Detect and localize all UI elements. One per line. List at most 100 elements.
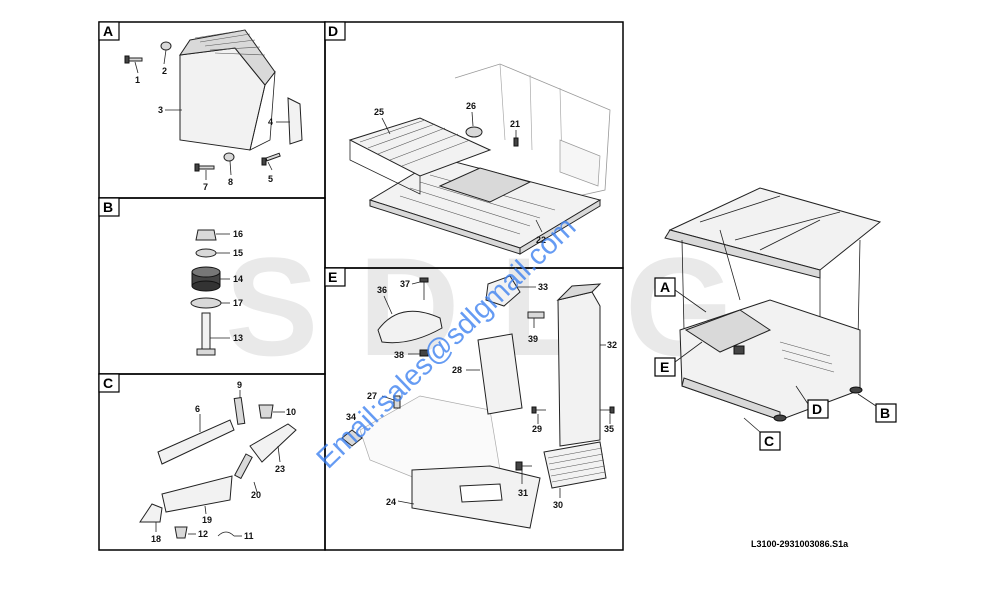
callout-12: 12: [198, 529, 208, 539]
overview-label-d: D: [795, 385, 829, 419]
part-36-cover: [377, 310, 443, 344]
panel-b-label: B: [103, 199, 113, 215]
panel-b: B 16 15 14 17 13: [98, 197, 326, 375]
callout-4: 4: [268, 117, 273, 127]
part-33-trim: [485, 275, 521, 307]
cab-overview: A E D B C: [654, 187, 897, 451]
callout-21: 21: [510, 119, 520, 129]
callout-5: 5: [268, 174, 273, 184]
part-11-clip: [217, 531, 235, 537]
drawing-reference: L3100-2931003086.S1a: [751, 539, 849, 549]
panel-a-label: A: [103, 23, 113, 39]
callout-30: 30: [553, 500, 563, 510]
part-4-bracket: [287, 97, 303, 145]
panel-e-label: E: [328, 269, 337, 285]
part-17-washer: [190, 297, 222, 309]
svg-text:E: E: [660, 359, 669, 375]
callout-15: 15: [233, 248, 243, 258]
callout-39: 39: [528, 334, 538, 344]
part-14-rubber-mount: [191, 266, 221, 292]
callout-17: 17: [233, 298, 243, 308]
panel-d-callouts: 25 26 21 22: [374, 101, 546, 245]
part-28-side-panel: [477, 333, 523, 415]
callout-31: 31: [518, 488, 528, 498]
callout-28: 28: [452, 365, 462, 375]
callout-34: 34: [346, 412, 356, 422]
part-13-bolt: [196, 312, 216, 356]
background-brand-watermark: SDLG: [225, 228, 774, 385]
panel-d-label: D: [328, 23, 338, 39]
overview-label-e: E: [654, 341, 703, 377]
part-25-console-frame: [348, 117, 492, 195]
panel-c: C 6 9 10 23 20 19 18 12 11: [98, 373, 326, 551]
callout-24: 24: [386, 497, 396, 507]
callout-22: 22: [536, 235, 546, 245]
part-2-washer: [160, 41, 172, 51]
part-19-trim-panel: [161, 475, 233, 513]
callout-6: 6: [195, 404, 200, 414]
callout-37: 37: [400, 279, 410, 289]
callout-11: 11: [244, 531, 254, 541]
part-30-grille: [543, 441, 607, 489]
cab-rear-frame: [454, 63, 611, 201]
callout-25: 25: [374, 107, 384, 117]
part-18-bracket: [139, 503, 163, 523]
part-38-clip: [419, 349, 429, 357]
panel-d: D 25 26 21: [324, 21, 624, 269]
part-10-plug: [258, 404, 274, 419]
part-24-floor-mat: [411, 465, 541, 529]
callout-26: 26: [466, 101, 476, 111]
part-29-screw: [531, 406, 546, 414]
callout-35: 35: [604, 424, 614, 434]
part-26-grommet: [465, 126, 483, 138]
part-23-bracket: [249, 423, 297, 463]
part-39-clip: [527, 311, 545, 319]
part-6-trim-strip: [157, 419, 235, 465]
part-20-seal: [234, 453, 253, 480]
svg-text:D: D: [812, 401, 822, 417]
part-9-seal: [233, 397, 246, 425]
callout-38: 38: [394, 350, 404, 360]
callout-23: 23: [275, 464, 285, 474]
callout-13: 13: [233, 333, 243, 343]
callout-33: 33: [538, 282, 548, 292]
callout-9: 9: [237, 380, 242, 390]
callout-20: 20: [251, 490, 261, 500]
part-32-cover-panel: [557, 291, 601, 447]
callout-7: 7: [203, 182, 208, 192]
svg-text:B: B: [880, 405, 890, 421]
overview-label-a: A: [654, 277, 707, 313]
callout-29: 29: [532, 424, 542, 434]
callout-27: 27: [367, 391, 377, 401]
part-35-screw: [600, 406, 615, 414]
part-3-housing: [178, 29, 276, 151]
part-21-clip: [513, 137, 519, 147]
part-22-floor-plate: [368, 157, 602, 255]
callout-8: 8: [228, 177, 233, 187]
callout-2: 2: [162, 66, 167, 76]
panel-e-callouts: 37 33 36 39 32 38 28 27 34 29 35 31 24: [346, 279, 617, 510]
panel-e: E: [324, 267, 624, 551]
panel-a-callouts: 1 2 3 4 5 7 8: [134, 49, 290, 192]
part-27-clip: [393, 395, 401, 409]
svg-text:A: A: [660, 279, 670, 295]
part-7-screw: [194, 163, 215, 172]
part-8-washer: [223, 152, 235, 162]
part-5-screw: [261, 152, 281, 166]
part-34-grommet: [341, 429, 363, 447]
panel-a: A 1 2: [98, 21, 326, 199]
part-37-screw: [419, 277, 429, 300]
callout-14: 14: [233, 274, 243, 284]
callout-10: 10: [286, 407, 296, 417]
callout-3: 3: [158, 105, 163, 115]
part-16-nut: [195, 229, 217, 241]
panel-b-callouts: 16 15 14 17 13: [210, 229, 243, 343]
svg-text:C: C: [764, 433, 774, 449]
callout-32: 32: [607, 340, 617, 350]
part-15-washer: [195, 248, 217, 258]
callout-16: 16: [233, 229, 243, 239]
callout-18: 18: [151, 534, 161, 544]
panel-c-label: C: [103, 375, 113, 391]
overview-label-c: C: [743, 417, 781, 451]
